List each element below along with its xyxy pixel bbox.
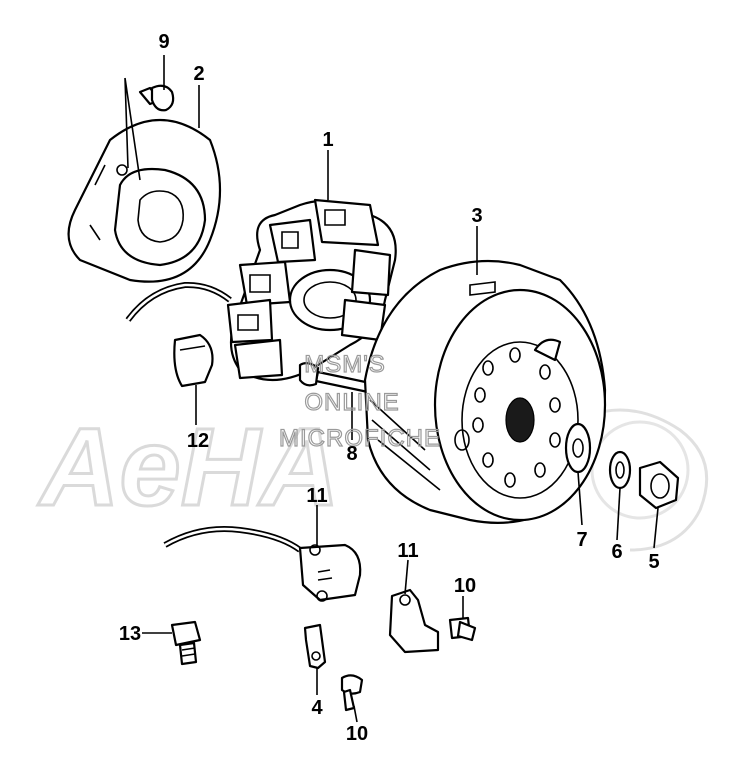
screw-10-lower[interactable] xyxy=(340,674,364,712)
callout-11: 11 xyxy=(397,540,418,562)
stator-coil[interactable] xyxy=(226,198,397,381)
callout-10-lower: 10 xyxy=(346,723,368,745)
callout-14: 13 xyxy=(119,623,141,645)
callout-1: 1 xyxy=(322,129,333,151)
screw-10-upper[interactable] xyxy=(448,616,477,642)
watermark-text: MSM'S ONLINE MICROFICHE xyxy=(278,350,441,452)
watermark-line-2: ONLINE xyxy=(304,389,399,416)
callouts: 9 2 1 3 8 12 7 6 5 11 11 10 4 10 13 xyxy=(119,31,660,745)
bracket-11[interactable] xyxy=(388,588,440,654)
bolt-14[interactable] xyxy=(170,620,202,666)
callout-12: 11 xyxy=(306,485,327,507)
grommet-13[interactable] xyxy=(173,333,214,388)
watermark-logo: AeHA xyxy=(36,405,709,552)
clip-4[interactable] xyxy=(303,623,327,670)
lock-washer-6[interactable] xyxy=(608,450,632,490)
callout-5: 5 xyxy=(648,551,659,573)
watermark-line-3: MICROFICHE xyxy=(279,425,441,452)
bolt-9[interactable] xyxy=(138,84,175,112)
stator-base-plate[interactable] xyxy=(67,119,222,283)
callout-10-upper: 10 xyxy=(454,575,476,597)
watermark-logo-text: AeHA xyxy=(37,406,340,529)
leader-lines xyxy=(142,55,659,723)
callout-8: 8 xyxy=(346,443,357,465)
callout-13: 12 xyxy=(187,430,209,452)
callout-4: 4 xyxy=(311,697,323,719)
watermark-line-1: MSM'S xyxy=(304,351,386,378)
screw-8[interactable] xyxy=(298,361,372,394)
callout-9: 9 xyxy=(158,31,169,53)
callout-3: 3 xyxy=(471,205,482,227)
nut-5[interactable] xyxy=(638,460,680,510)
flywheel-rotor[interactable] xyxy=(363,259,607,524)
callout-2: 2 xyxy=(193,63,204,85)
callout-6: 6 xyxy=(611,541,622,563)
washer-7[interactable] xyxy=(564,422,592,474)
pulse-generator-12[interactable] xyxy=(163,526,362,602)
callout-7: 7 xyxy=(576,529,587,551)
